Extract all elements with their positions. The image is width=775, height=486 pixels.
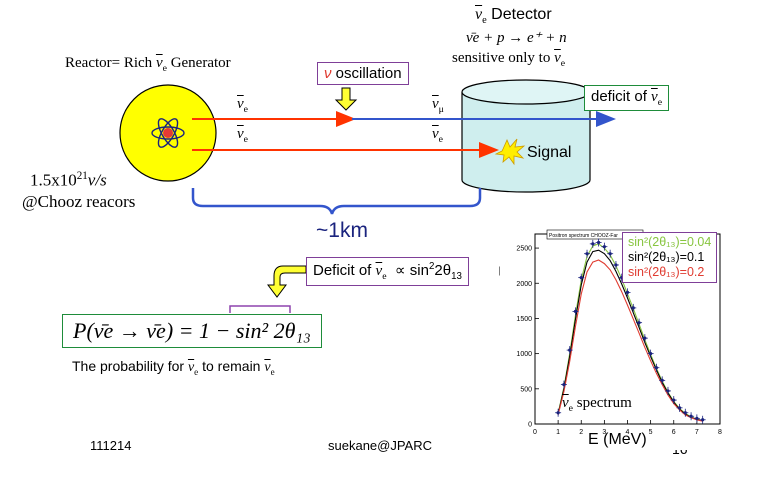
data-point: [596, 240, 601, 245]
data-point: [677, 406, 682, 410]
x-tick-label: 6: [672, 429, 676, 436]
detector-title: νe Detector: [475, 6, 552, 27]
x-tick-label: 2: [579, 429, 583, 436]
data-point: [585, 252, 589, 256]
data-point: [683, 411, 687, 415]
data-point: [666, 389, 670, 393]
data-point: [660, 378, 664, 382]
signal-label: Signal: [527, 144, 572, 161]
data-point: [579, 276, 583, 280]
data-point: [573, 309, 578, 314]
beam-label-upper-left: νe: [237, 96, 248, 115]
x-tick-label: 7: [695, 429, 699, 436]
detector-title-nu: ν: [475, 6, 483, 23]
cylinder-icon: [461, 79, 591, 193]
purple-bracket-formula: [229, 305, 291, 313]
x-tick-label: 8: [718, 429, 722, 436]
y-tick-label: 500: [520, 386, 532, 393]
x-tick-label: 0: [533, 429, 537, 436]
reactor-flux: 1.5x1021ν/s: [30, 170, 107, 190]
beam-label-lower-left: νe: [237, 126, 248, 145]
data-point: [689, 414, 693, 418]
oscillation-box: ν oscillation: [317, 62, 409, 85]
data-point: [614, 263, 618, 267]
beam-label-lower-right: νe: [432, 126, 443, 145]
legend-item: sin²(2θ₁₃)=0.04: [628, 235, 712, 249]
data-point: [562, 382, 566, 387]
legend-box: sin²(2θ₁₃)=0.04 sin²(2θ₁₃)=0.1 sin²(2θ₁₃…: [622, 232, 718, 283]
y-tick-label: 2500: [516, 246, 532, 253]
data-point: [672, 398, 676, 402]
data-point: [608, 252, 612, 256]
x-tick-label: 3: [602, 429, 606, 436]
atom-icon: [151, 118, 185, 148]
data-point: [602, 245, 606, 249]
x-tick-label: 1: [556, 429, 560, 436]
distance-label: ~1km: [316, 219, 368, 242]
data-point: [568, 348, 572, 352]
chart-title: Positron spectrum CHOOZ-Far: [549, 233, 618, 239]
data-point: [556, 411, 560, 415]
oscillation-arrow: [334, 87, 358, 111]
y-tick-label: 0: [528, 422, 532, 429]
probability-formula-box: P(ν̄e → ν̄e) = 1 − sin² 2θ₁₃: [62, 314, 322, 348]
footer-date: 111214: [90, 438, 132, 453]
beam-label-upper-right: νμ: [432, 96, 444, 115]
chart-xlabel: E (MeV): [588, 431, 647, 448]
data-point: [631, 306, 635, 310]
probability-caption: The probability for νe to remain νe: [72, 358, 275, 377]
detector-sensitivity: sensitive only to νe: [452, 50, 566, 69]
data-point: [654, 366, 659, 370]
data-point: [625, 290, 630, 295]
y-tick-label: 1500: [516, 316, 532, 323]
data-point: [695, 416, 699, 420]
deficit-formula-box: Deficit of νe ∝ sin22θ13: [306, 257, 469, 286]
chart-annotation: νe spectrum: [562, 395, 632, 414]
legend-item: sin²(2θ₁₃)=0.2: [628, 265, 705, 279]
x-tick-label: 5: [649, 429, 653, 436]
detector-reaction: ν̄e + p → e⁺ + n: [466, 30, 567, 46]
starburst-icon: [494, 138, 526, 166]
data-point: [637, 321, 641, 325]
distance-bracket: [191, 188, 482, 215]
y-tick-label: 1000: [516, 351, 532, 358]
bent-arrow: [267, 265, 307, 298]
data-point: [649, 352, 653, 356]
data-point: [591, 242, 595, 246]
deficit-box: deficit of νe: [584, 85, 670, 111]
legend-item: sin²(2θ₁₃)=0.1: [628, 250, 705, 264]
reactor-location: @Chooz reacors: [22, 192, 136, 211]
x-tick-label: 4: [626, 429, 630, 436]
footer-author: suekane@JPARC: [328, 438, 432, 453]
reactor-label: Reactor= Rich νe Generator: [65, 55, 231, 74]
data-point: [643, 336, 647, 340]
oscillation-nu: ν: [324, 65, 332, 82]
data-point: [701, 418, 705, 422]
y-tick-label: 2000: [516, 281, 532, 288]
